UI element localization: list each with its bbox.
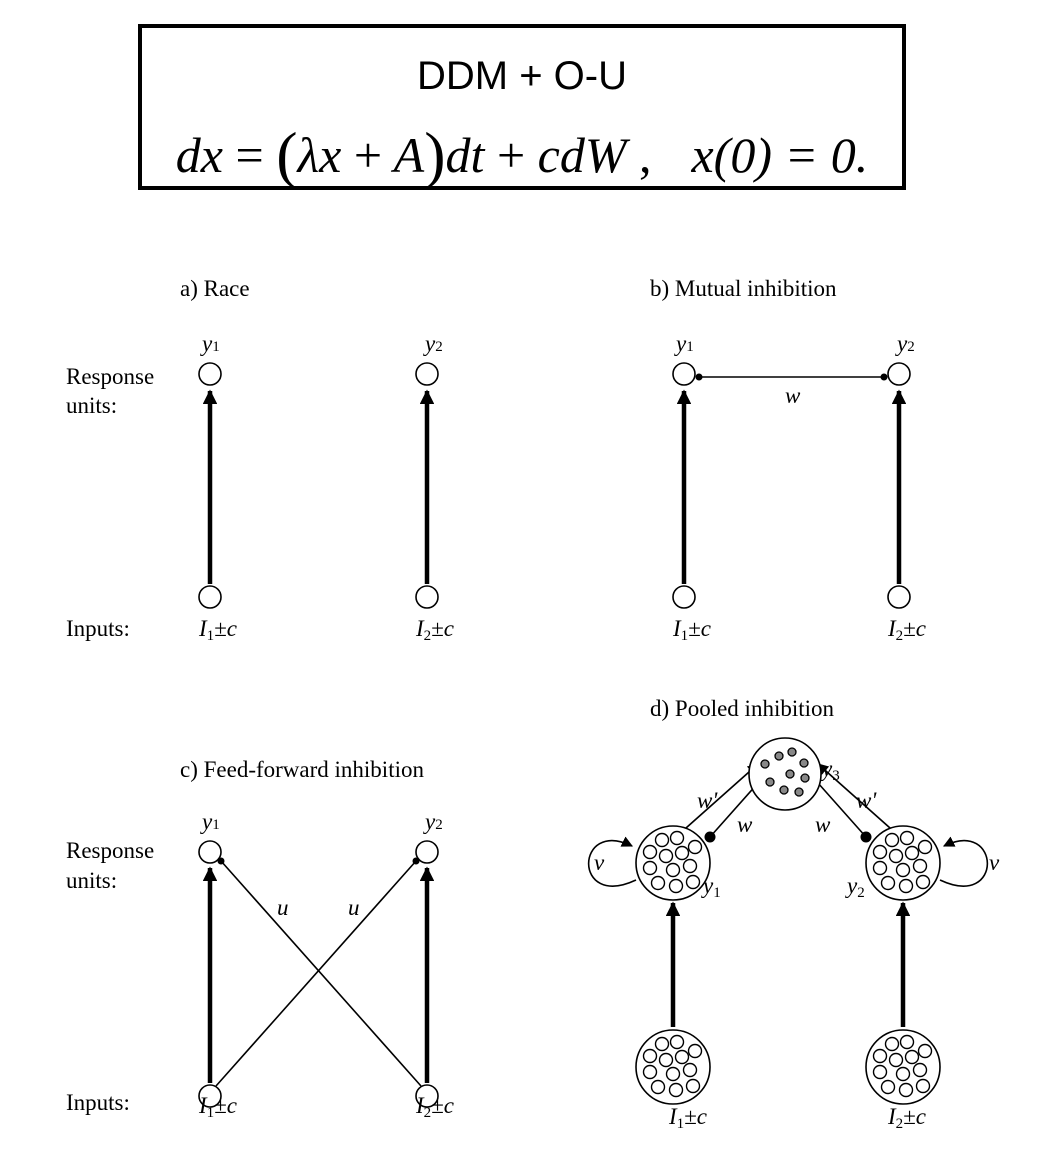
inhibitory-terminal-2 (880, 373, 888, 381)
excitatory-connection-w-prime-1 (685, 763, 759, 829)
weight-label-w-2: w (815, 812, 831, 837)
label-y3: y3 (820, 756, 840, 784)
inhibitory-pool-neurons (760, 747, 810, 797)
weight-label-u-1: u (277, 895, 289, 920)
response-unit-y1 (672, 362, 696, 386)
panel-race: a) Race Response units: Inputs: y1 y2 I1… (66, 276, 454, 644)
panel-d-title: d) Pooled inhibition (650, 696, 835, 721)
eq-open-paren: ( (276, 119, 298, 190)
inhibitory-terminal-2 (860, 831, 872, 843)
label-y1: y1 (674, 331, 694, 356)
label-y2: y2 (845, 873, 865, 901)
response-pool-y1 (635, 825, 711, 901)
panel-c-title: c) Feed-forward inhibition (180, 757, 424, 782)
row-label-response: Response (66, 838, 154, 863)
row-label-inputs: Inputs: (66, 1090, 130, 1115)
label-input-1: I1±c (198, 616, 237, 644)
inhibitory-connection-u-2 (220, 860, 422, 1087)
excitatory-connection-w-prime-2 (817, 763, 891, 829)
response-unit-y1 (198, 362, 222, 386)
row-label-units: units: (66, 393, 117, 418)
panel-mutual-inhibition: b) Mutual inhibition w y1 y2 I1±c I2±c (650, 276, 926, 644)
response-unit-y1 (198, 840, 222, 864)
input-pool-2 (865, 1029, 941, 1105)
self-excitation-loop-2 (939, 836, 989, 887)
eq-noise: cdW (537, 127, 627, 183)
label-y2: y2 (895, 331, 915, 356)
label-input-1: I1±c (198, 1093, 237, 1121)
label-y1: y1 (200, 331, 220, 356)
equation-title: DDM + O-U (417, 54, 627, 98)
input-unit-1 (672, 585, 696, 609)
eq-comma: , (638, 127, 652, 183)
inhibitory-terminal-1 (704, 831, 716, 843)
label-input-2: I2±c (887, 1104, 926, 1132)
panel-feed-forward-inhibition: c) Feed-forward inhibition Response unit… (66, 757, 454, 1121)
label-y1: y1 (701, 873, 721, 901)
response-unit-y2 (415, 362, 439, 386)
inhibitory-pool-y3 (748, 737, 822, 811)
response-unit-y2 (415, 840, 439, 864)
eq-plus: + (353, 127, 383, 183)
weight-label-v-2: v (989, 850, 1000, 875)
weight-label-w-prime-2: w' (856, 788, 877, 813)
eq-equals: = (235, 127, 264, 183)
weight-label-u-2: u (348, 895, 360, 920)
row-label-units: units: (66, 868, 117, 893)
eq-plus-2: + (496, 127, 526, 183)
input-unit-2 (415, 1084, 439, 1108)
weight-label-w-prime-1: w' (697, 788, 718, 813)
label-y2: y2 (423, 809, 443, 834)
eq-initial-condition: x(0) = 0. (691, 127, 869, 183)
response-pool-y2 (865, 825, 941, 901)
panel-b-title: b) Mutual inhibition (650, 276, 837, 301)
label-y2: y2 (423, 331, 443, 356)
label-input-2: I2±c (887, 616, 926, 644)
row-label-response: Response (66, 364, 154, 389)
panel-pooled-inhibition: d) Pooled inhibition (587, 696, 1000, 1132)
eq-lhs: dx (175, 127, 223, 183)
input-unit-1 (198, 585, 222, 609)
self-excitation-loop-1 (587, 836, 637, 887)
panel-a-title: a) Race (180, 276, 250, 301)
label-input-2: I2±c (415, 616, 454, 644)
label-input-1: I1±c (668, 1104, 707, 1132)
label-input-1: I1±c (672, 616, 711, 644)
eq-dt: dt (445, 127, 485, 183)
inhibitory-terminal-1 (695, 373, 703, 381)
label-y1: y1 (200, 809, 220, 834)
inhibitory-connection-u-1 (215, 860, 417, 1087)
label-input-2: I2±c (415, 1093, 454, 1121)
equation-box: DDM + O-U dx = (λx + A)dt + cdW , x(0) = … (138, 24, 906, 190)
row-label-inputs: Inputs: (66, 616, 130, 641)
weight-label-w: w (785, 383, 801, 408)
eq-drift: A (393, 127, 425, 183)
weight-label-w-1: w (737, 812, 753, 837)
weight-label-v-1: v (594, 850, 605, 875)
input-pool-1 (635, 1029, 711, 1105)
input-unit-2 (415, 585, 439, 609)
eq-lambda-x: λx (297, 127, 342, 183)
eq-close-paren: ) (424, 119, 446, 190)
input-unit-2 (887, 585, 911, 609)
equation: dx = (λx + A)dt + cdW , x(0) = 0. (142, 114, 902, 190)
response-unit-y2 (887, 362, 911, 386)
input-unit-1 (198, 1084, 222, 1108)
